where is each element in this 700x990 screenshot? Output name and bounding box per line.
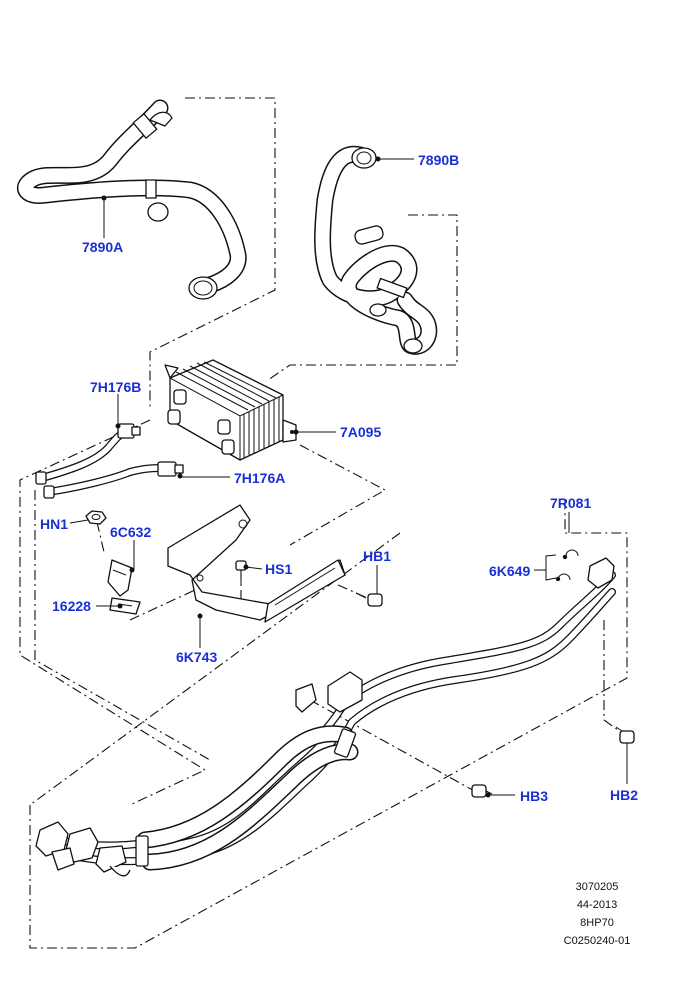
oil-cooler-port-1 bbox=[173, 389, 187, 405]
pipe-end-block bbox=[587, 557, 615, 589]
reference-line-2: 44-2013 bbox=[577, 899, 617, 911]
oil-cooler-mount-flange bbox=[282, 419, 297, 443]
hose-7890A-outlet bbox=[188, 276, 218, 300]
boundary-bracket bbox=[289, 444, 387, 546]
label-HB1: HB1 bbox=[363, 548, 391, 564]
oil-cooler-port-4 bbox=[221, 439, 235, 455]
clip-6C632[interactable] bbox=[107, 559, 133, 597]
oil-cooler-port-2 bbox=[167, 409, 181, 425]
pipe-quick-connectors bbox=[35, 821, 131, 877]
pipe-clamp-lower bbox=[135, 835, 149, 867]
pipe-bracket-mid bbox=[327, 671, 363, 713]
hose-7890B-nipple bbox=[369, 303, 387, 317]
oil-cooler-port-3 bbox=[217, 419, 231, 435]
reference-line-1: 3070205 bbox=[576, 881, 619, 893]
o-rings-6K649[interactable] bbox=[557, 549, 579, 581]
pipe-assembly-7R081[interactable] bbox=[35, 557, 616, 877]
hose-7890B-branch bbox=[354, 225, 384, 245]
reference-line-3: 8HP70 bbox=[580, 917, 614, 929]
cooler-line-7H176B[interactable] bbox=[38, 423, 141, 482]
hose-7890A-clamp-mid bbox=[145, 179, 157, 199]
label-6K743: 6K743 bbox=[176, 649, 217, 665]
pipe-bracket-left bbox=[295, 683, 317, 713]
boundary-bracket-lower bbox=[129, 589, 196, 621]
hose-7890A-clamp-top bbox=[132, 113, 158, 139]
label-6C632: 6C632 bbox=[110, 524, 151, 540]
screw-HS1[interactable] bbox=[235, 560, 247, 585]
hose-7890B[interactable] bbox=[314, 145, 438, 355]
bracket-6K743-flange bbox=[264, 559, 346, 623]
boundary-hb2-axis bbox=[603, 620, 626, 736]
bolt-HB1[interactable] bbox=[355, 592, 383, 607]
label-7A095: 7A095 bbox=[340, 424, 381, 440]
group-boundaries bbox=[19, 97, 628, 949]
boundary-main-pipe-top bbox=[29, 532, 401, 806]
hose-7890A-spigot bbox=[147, 202, 169, 222]
leader-lines bbox=[69, 156, 628, 798]
cooler-line-ends bbox=[35, 471, 55, 499]
reference-line-4: C0250240-01 bbox=[564, 935, 631, 947]
label-HB2: HB2 bbox=[610, 787, 638, 803]
label-HN1: HN1 bbox=[40, 516, 68, 532]
hose-7890B-outlet bbox=[351, 147, 377, 169]
label-7R081: 7R081 bbox=[550, 495, 591, 511]
label-7H176B: 7H176B bbox=[90, 379, 141, 395]
boundary-upper-left-hose bbox=[149, 97, 276, 408]
pipe-clamp-upper bbox=[333, 728, 357, 758]
label-HS1: HS1 bbox=[265, 561, 292, 577]
hose-7890B-end bbox=[403, 338, 423, 354]
label-7890B: 7890B bbox=[418, 152, 459, 168]
boundary-cooler-lines-inner bbox=[34, 490, 211, 761]
bracket-6K743[interactable] bbox=[167, 504, 346, 623]
label-6K649: 6K649 bbox=[489, 563, 530, 579]
cooler-line-7H176A[interactable] bbox=[44, 461, 184, 496]
bolt-HB3[interactable] bbox=[471, 784, 493, 798]
boundary-cooler-lines bbox=[19, 419, 207, 806]
label-7890A: 7890A bbox=[82, 239, 123, 255]
oil-cooler-fins bbox=[175, 361, 280, 458]
label-7H176A: 7H176A bbox=[234, 470, 285, 486]
bolt-HB2[interactable] bbox=[615, 726, 635, 744]
fitting-7H176A bbox=[157, 461, 177, 477]
boundary-upper-right-hose bbox=[267, 214, 458, 381]
hose-7890B-clamp bbox=[376, 277, 408, 299]
reference-block: 3070205 44-2013 8HP70 C0250240-01 bbox=[564, 881, 631, 947]
label-HB3: HB3 bbox=[520, 788, 548, 804]
boundary-hb3-axis bbox=[309, 699, 479, 794]
callout-labels: 7890A 7890B 7H176B 7A095 7H176A HN1 6C63… bbox=[40, 152, 638, 804]
nut-HN1[interactable] bbox=[85, 510, 107, 525]
boundary-hn1-axis bbox=[96, 521, 105, 553]
oil-cooler-7A095[interactable] bbox=[164, 359, 297, 461]
hose-7890A[interactable] bbox=[17, 99, 247, 300]
label-16228: 16228 bbox=[52, 598, 91, 614]
boundary-hb1-axis bbox=[337, 584, 373, 601]
boundary-main-pipe bbox=[29, 500, 628, 949]
